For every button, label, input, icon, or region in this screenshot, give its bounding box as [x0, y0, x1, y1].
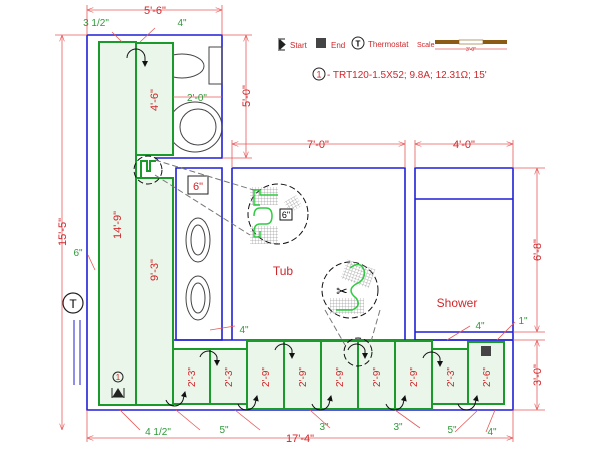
start-marker-icon	[111, 388, 125, 398]
mat-label-upper: 4'-6"	[149, 89, 161, 111]
mat-turn	[140, 160, 156, 178]
sink-bottom	[185, 275, 211, 321]
gap-bottom: 4 1/2"	[145, 427, 171, 438]
dim-total-width: 17'-4"	[286, 433, 314, 445]
vanity-box-label: 6"	[193, 181, 203, 193]
mat-label: 2'-9"	[298, 367, 309, 387]
gap-bottom: 3"	[393, 422, 403, 433]
mat-long-strip[interactable]	[98, 41, 137, 406]
dim-bottom-strip-height: 3'-0"	[532, 364, 544, 386]
toilet-tank	[208, 46, 223, 85]
thermostat-symbol: T	[69, 297, 77, 311]
gap-bottom: 3"	[319, 422, 329, 433]
mat-label: 2'-9"	[261, 367, 272, 387]
legend-thermostat-symbol: T	[356, 40, 361, 49]
dim-toilet-clearance: 2'-0"	[187, 93, 207, 104]
scale-bar	[435, 39, 507, 50]
mat-label-middle: 9'-3"	[149, 259, 161, 281]
turn-arrows	[126, 48, 479, 411]
walls	[73, 34, 514, 411]
start-icon	[278, 38, 286, 51]
gap-vanity: 4"	[239, 325, 249, 336]
heating-mats[interactable]	[98, 41, 505, 410]
end-marker	[481, 346, 491, 356]
mat-bottom-2[interactable]	[209, 348, 248, 405]
thermostat-icon	[351, 36, 365, 50]
scissors-icon: ✂	[336, 283, 348, 299]
mat-bottom-4[interactable]	[283, 340, 322, 410]
end-icon	[316, 38, 326, 48]
legend: Start End T Thermostat Scale 3'-0"	[278, 36, 507, 53]
mat-middle-strip[interactable]	[135, 177, 174, 406]
detail-cut: ✂	[321, 259, 381, 346]
circuit-number: 1	[316, 70, 321, 80]
mat-bottom-6[interactable]	[357, 340, 396, 410]
gap-top-left: 3 1/2"	[83, 18, 109, 29]
dim-top-width: 5'-6"	[144, 5, 166, 17]
scale-value: 3'-0"	[466, 47, 476, 53]
dim-left-height: 15'-5"	[57, 218, 69, 246]
fixtures: 6"	[159, 46, 223, 321]
circuit-note: - TRT120-1.5X52; 9.8A; 12.31Ω; 15'	[327, 70, 487, 81]
mat-label: 2'-6"	[482, 367, 493, 387]
legend-scale-label: Scale	[417, 42, 435, 49]
mat-label: 2'-9"	[409, 367, 420, 387]
mat-label: 2'-3"	[446, 367, 457, 387]
gap-left-wall: 6"	[73, 248, 83, 259]
start-circuit-number: 1	[116, 373, 121, 382]
gap-bottom: 5"	[447, 425, 457, 436]
mat-label-long: 14'-9"	[112, 211, 124, 239]
gap-shower-a: 4"	[475, 321, 485, 332]
gap-shower-b: 1"	[518, 316, 528, 327]
detail-box	[279, 208, 293, 221]
dim-toilet-area-height: 5'-0"	[241, 85, 253, 107]
legend-thermostat-label: Thermostat	[368, 40, 409, 49]
mat-label: 2'-3"	[187, 367, 198, 387]
start-circuit-circle	[112, 371, 124, 383]
circuit-number-circle	[312, 67, 326, 81]
detail-turn: 6"	[154, 159, 309, 245]
dim-shower-width: 4'-0"	[453, 139, 475, 151]
dimension-lines	[55, 5, 545, 442]
room-label-tub: Tub	[273, 264, 294, 278]
gap-bottom: 5"	[219, 425, 229, 436]
sink-top	[185, 217, 211, 263]
dim-shower-height: 6'-8"	[532, 239, 544, 261]
vanity-box	[187, 175, 209, 195]
legend-end-label: End	[331, 41, 345, 50]
room-label-shower: Shower	[437, 296, 478, 310]
mat-label: 2'-9"	[372, 367, 383, 387]
legend-start-label: Start	[290, 41, 308, 50]
dim-tub-width: 7'-0"	[307, 139, 329, 151]
dimension-labels: 5'-6" 15'-5" 5'-0" 7'-0" 4'-0" 6'-8" 3'-…	[57, 5, 544, 445]
mat-label: 2'-3"	[224, 367, 235, 387]
mat-label: 2'-9"	[335, 367, 346, 387]
gap-bottom: 4"	[487, 427, 497, 438]
gap-top-right: 4"	[177, 18, 187, 29]
detail-box-label: 6"	[282, 210, 290, 220]
